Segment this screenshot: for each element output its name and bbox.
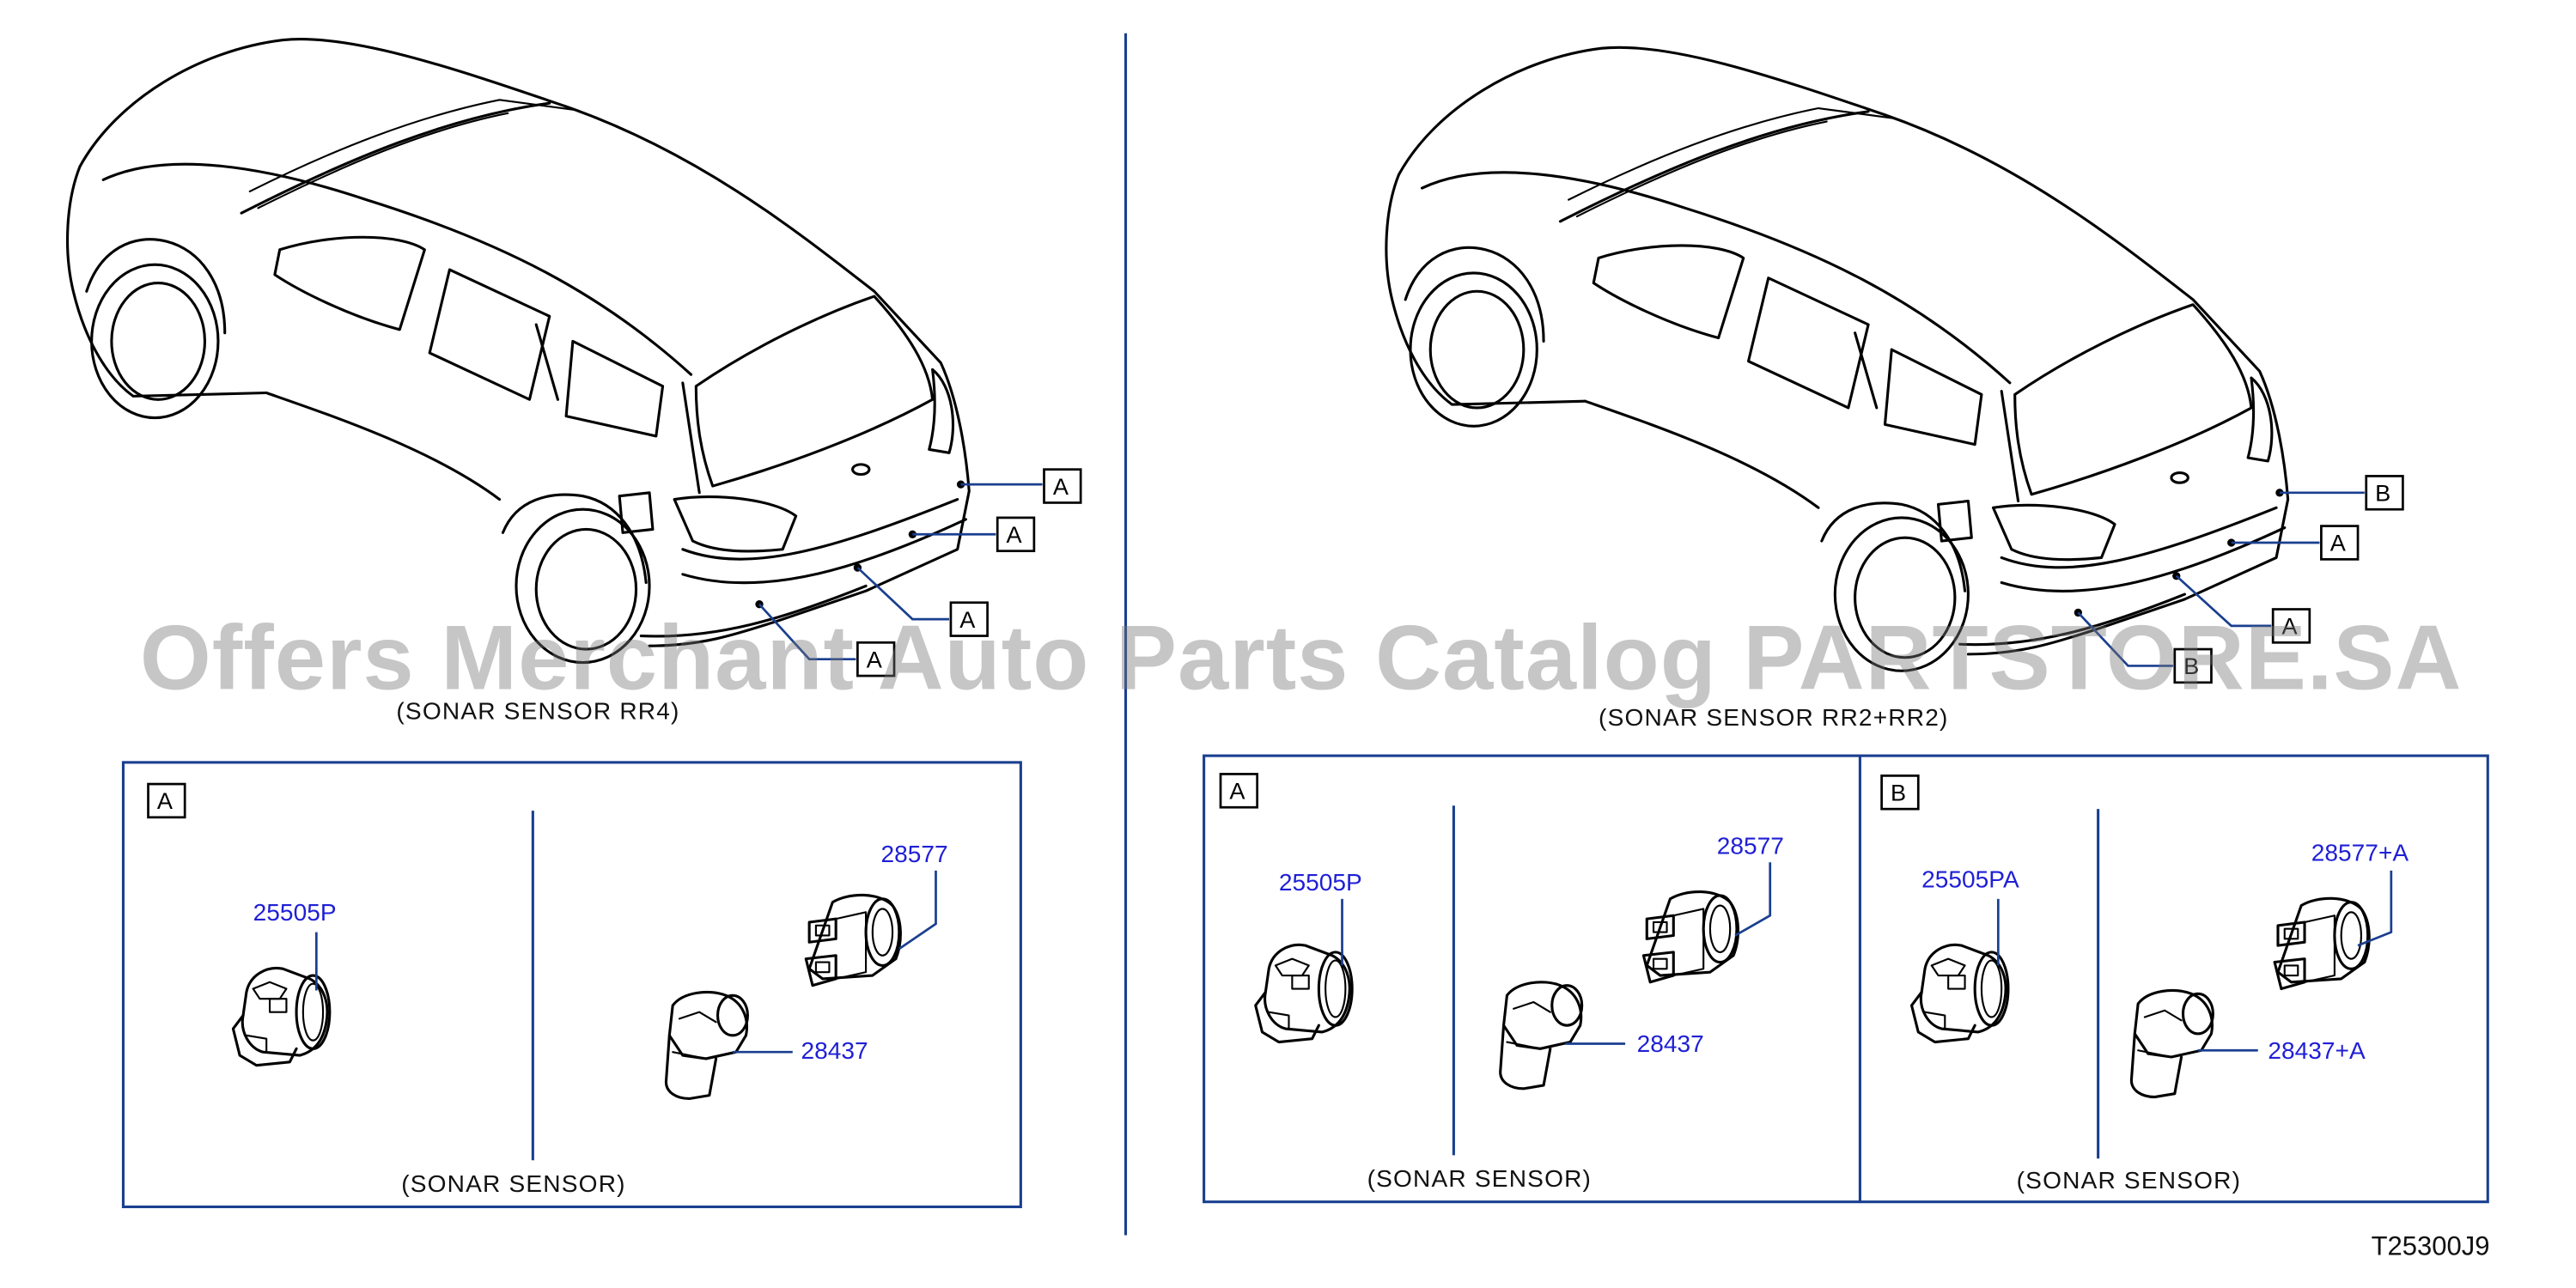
part-number-25505P-left[interactable]: 25505P: [253, 900, 337, 927]
sensor-25505P-right: [1254, 943, 1354, 1044]
right-callout-2: A: [2329, 529, 2346, 556]
leader-28577-left: [898, 870, 937, 951]
diagram-code: T25300J9: [2371, 1233, 2490, 1262]
leader-28577A: [2357, 870, 2393, 947]
left-callout-2: A: [1006, 520, 1022, 548]
bracket-28577-left: [804, 893, 902, 987]
right-a-box-caption: (SONAR SENSOR): [1367, 1166, 1592, 1194]
bracket-28577-right: [1641, 890, 1740, 984]
right-vehicle-illustration: [1385, 46, 2290, 672]
right-parts-frame: [1203, 754, 2489, 1204]
part-number-28437-left[interactable]: 28437: [801, 1038, 868, 1066]
right-callout-4: B: [2183, 652, 2200, 679]
part-number-28577-right[interactable]: 28577: [1716, 834, 1784, 861]
part-number-28577-left[interactable]: 28577: [880, 841, 948, 869]
cap-28437-left: [664, 990, 749, 1101]
left-callout-boxes: [856, 468, 1082, 677]
part-number-28437-right[interactable]: 28437: [1636, 1031, 1704, 1059]
right-a-box-label: A: [1229, 777, 1245, 805]
watermark-text: Offers Merchant Auto Parts Catalog PARTS…: [139, 605, 2463, 709]
part-number-25505P-right[interactable]: 25505P: [1278, 870, 1362, 897]
cap-28437-right: [1499, 981, 1584, 1091]
left-box-caption: (SONAR SENSOR): [401, 1171, 626, 1199]
left-callout-1: A: [1052, 472, 1069, 500]
right-b-box-tag: [1880, 775, 1920, 811]
right-callout-leaders: [2077, 491, 2365, 667]
right-vehicle-caption: (SONAR SENSOR RR2+RR2): [1599, 705, 1949, 732]
part-number-28577A[interactable]: 28577+A: [2311, 840, 2409, 868]
right-callout-3: A: [2281, 612, 2298, 640]
left-parts-frame: [121, 761, 1022, 1209]
right-callout-boxes: [2173, 475, 2404, 684]
right-b-box-label: B: [1890, 779, 1907, 806]
left-callout-leaders: [758, 483, 1043, 661]
left-box-label: A: [156, 787, 173, 814]
left-box-tag: [147, 782, 186, 819]
right-a-box-tag: [1219, 773, 1258, 809]
left-vehicle-illustration: [65, 37, 971, 665]
right-b-box-caption: (SONAR SENSOR): [2016, 1168, 2242, 1195]
sensor-25505PA: [1909, 943, 2010, 1044]
bracket-28577A: [2273, 896, 2371, 991]
left-callout-3: A: [959, 605, 976, 633]
cap-28437A: [2129, 988, 2214, 1099]
leader-28577-right: [1734, 862, 1772, 937]
left-vehicle-caption: (SONAR SENSOR RR4): [396, 699, 680, 726]
part-number-25505PA[interactable]: 25505PA: [1921, 867, 2019, 895]
part-number-28437A[interactable]: 28437+A: [2268, 1038, 2366, 1066]
left-callout-4: A: [866, 646, 882, 673]
right-callout-1: B: [2375, 479, 2391, 507]
